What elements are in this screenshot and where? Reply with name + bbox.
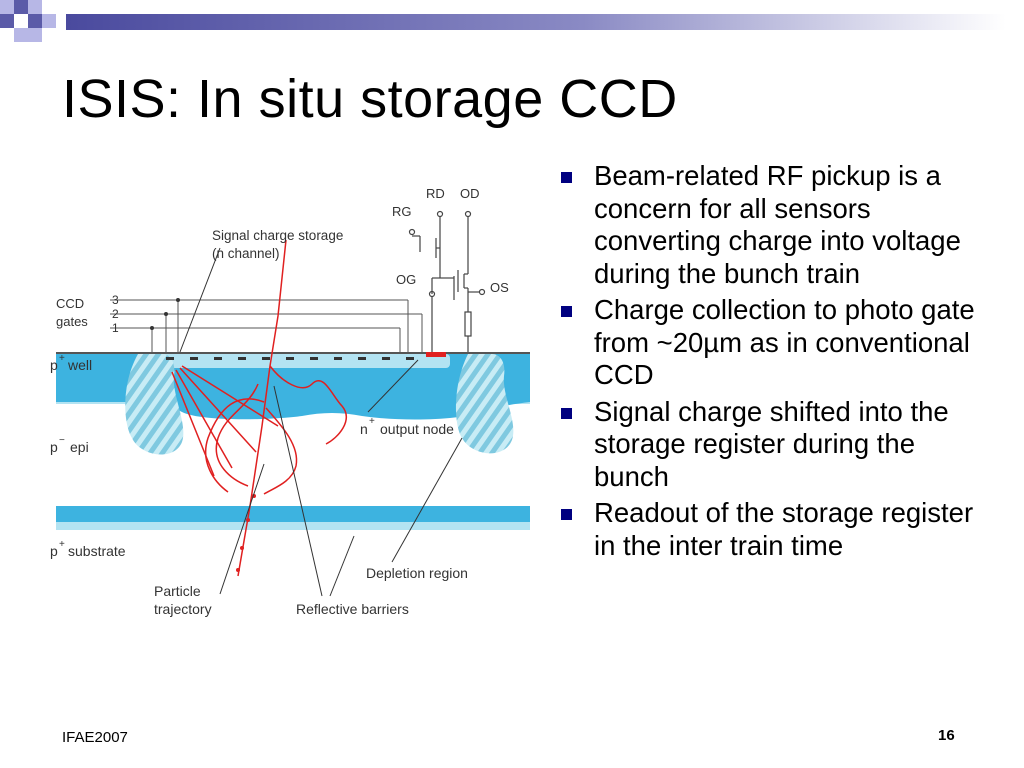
bottom-depletion-band — [56, 506, 530, 522]
bullet-text: Signal charge shifted into the storage r… — [594, 395, 949, 492]
bullet-item: Signal charge shifted into the storage r… — [556, 396, 996, 494]
label-ccd-gates-1: CCD — [56, 296, 84, 311]
label-signal-storage-1: Signal charge storage — [212, 228, 343, 243]
label-p-epi-sup: − — [59, 435, 65, 446]
bullet-text: Charge collection to photo gate from ~20… — [594, 294, 975, 390]
label-particle-2: trajectory — [154, 601, 212, 617]
label-p-epi-p: p — [50, 439, 58, 455]
page-number: 16 — [938, 727, 955, 744]
gate-contacts — [150, 298, 180, 330]
slide-title: ISIS: In situ storage CCD — [62, 69, 678, 129]
label-gate-3: 3 — [112, 293, 119, 307]
square-bullet-icon — [561, 172, 572, 183]
output-node — [426, 352, 446, 357]
channel-strip — [154, 354, 450, 368]
label-p-substrate-sup: + — [59, 539, 65, 550]
label-reflective: Reflective barriers — [296, 601, 409, 617]
ccd-gate-lines — [110, 299, 423, 352]
label-signal-storage-2: (n channel) — [212, 246, 280, 261]
bullet-list: Beam-related RF pickup is a concern for … — [556, 160, 996, 566]
label-particle-1: Particle — [154, 583, 201, 599]
label-ccd-gates-2: gates — [56, 314, 88, 329]
reflective-barrier-right — [455, 354, 514, 454]
output-circuit — [408, 210, 486, 352]
isis-ccd-diagram: Signal charge storage (n channel) RG RD … — [50, 186, 530, 617]
square-bullet-icon — [561, 306, 572, 317]
square-bullet-icon — [561, 407, 572, 419]
pale-band-lower — [56, 522, 530, 530]
title-decoration — [0, 0, 1006, 42]
label-od: OD — [460, 186, 480, 201]
label-p-substrate-p: p — [50, 543, 58, 559]
label-gate-1: 1 — [112, 321, 119, 335]
reflective-barrier-left — [125, 354, 184, 455]
label-depletion: Depletion region — [366, 565, 468, 581]
label-p-well-sup: + — [59, 353, 65, 364]
surface-line — [56, 352, 530, 354]
footer-conference: IFAE2007 — [62, 729, 128, 746]
label-rg: RG — [392, 204, 412, 219]
label-p-well-p: p — [50, 357, 58, 373]
bullet-text: Readout of the storage register in the i… — [594, 497, 974, 561]
bullet-item: Readout of the storage register in the i… — [556, 497, 996, 562]
label-os: OS — [490, 280, 509, 295]
label-rd: RD — [426, 186, 445, 201]
particle-trajectory — [171, 239, 347, 577]
label-gate-2: 2 — [112, 307, 119, 321]
bullet-text: Beam-related RF pickup is a concern for … — [594, 160, 961, 289]
label-n-output-n: n — [360, 421, 368, 437]
label-p-well: well — [67, 357, 92, 373]
square-bullet-icon — [561, 509, 572, 520]
storage-charges — [166, 357, 414, 360]
label-n-output: output node — [380, 421, 454, 437]
leader-lines — [179, 247, 463, 597]
label-p-epi: epi — [70, 439, 89, 455]
label-n-output-sup: + — [369, 416, 375, 427]
label-p-substrate: substrate — [68, 543, 126, 559]
label-og: OG — [396, 272, 416, 287]
bullet-item: Charge collection to photo gate from ~20… — [556, 294, 996, 392]
bullet-item: Beam-related RF pickup is a concern for … — [556, 160, 996, 290]
